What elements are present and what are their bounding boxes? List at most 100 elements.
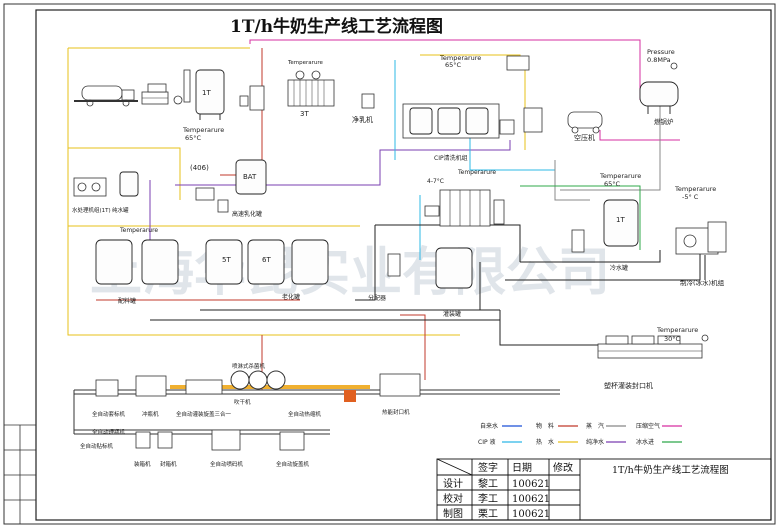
svg-text:4-7°C: 4-7°C <box>427 178 444 185</box>
tb-role: 校对 <box>443 492 463 505</box>
tb-drawing-title: 1T/h牛奶生产线工艺流程图 <box>612 464 729 476</box>
svg-text:Temperarure: Temperarure <box>119 227 158 234</box>
svg-text:1T: 1T <box>202 89 211 97</box>
outer-border <box>3 3 776 525</box>
evaporator-filter-bank <box>424 189 505 227</box>
svg-text:-5° C: -5° C <box>682 193 699 201</box>
svg-text:Temperarure: Temperarure <box>599 172 641 180</box>
milk-separator: 净乳机 <box>352 93 375 124</box>
sealer-label: 封箱机 <box>160 460 177 468</box>
svg-text:Temperarure: Temperarure <box>287 60 324 66</box>
cold-water-tank: 1T 冷水罐 <box>571 199 639 272</box>
cup-filling-sealing-machine: 塑杯灌装封口机 <box>597 335 703 390</box>
tb-header-date: 日期 <box>512 462 532 474</box>
rinser-label: 冲瓶机 <box>142 410 159 418</box>
diagram-title: 1T/h牛奶生产线工艺流程图 <box>230 16 443 37</box>
pressure-marker: Pressure 0.8MPa <box>647 48 678 70</box>
temp-marker-4: Temperarure 65°C <box>599 172 641 188</box>
temp-marker-2: Temperarure <box>287 60 324 66</box>
distribution-header: 分配器 <box>368 253 401 302</box>
svg-text:灌装罐: 灌装罐 <box>443 310 461 318</box>
chiller-unit: 制冷(冰水)机组 <box>675 221 727 287</box>
receiving-pump <box>173 95 183 105</box>
carton-label: 装箱机 <box>134 460 151 468</box>
cup-sealer-label: 热能封口机 <box>382 408 410 416</box>
svg-text:压缩空气: 压缩空气 <box>636 422 660 430</box>
svg-text:Temperarure: Temperarure <box>439 54 481 62</box>
svg-text:纯水罐: 纯水罐 <box>112 206 129 214</box>
svg-text:净乳机: 净乳机 <box>352 115 373 124</box>
plate-heat-exchanger-3t: 3T <box>287 70 335 118</box>
aging-tanks: 5T 6T 老化罐 <box>205 239 329 301</box>
svg-text:Pressure: Pressure <box>647 48 675 56</box>
svg-text:空压机: 空压机 <box>574 133 595 142</box>
filling-buffer-tank: 灌装罐 <box>435 247 473 318</box>
svg-text:3T: 3T <box>300 110 309 118</box>
tb-role: 设计 <box>443 477 463 490</box>
labeler-label: 全自动贴标机 <box>80 442 114 450</box>
balance-tank <box>249 85 265 111</box>
svg-text:高速乳化罐: 高速乳化罐 <box>232 210 262 218</box>
tb-date: 100621 <box>512 479 550 490</box>
svg-text:分配器: 分配器 <box>368 294 386 302</box>
tb-name: 栗工 <box>478 508 498 520</box>
filler-capper-label: 全自动灌装旋盖三合一 <box>176 410 232 418</box>
mixing-tanks: 配料罐 <box>95 239 179 305</box>
bottle-washer-label: 全自动理瓶机 <box>92 428 126 436</box>
milk-crates <box>141 83 169 105</box>
capper2-label: 全自动旋盖机 <box>276 460 310 468</box>
tb-header-sign: 签字 <box>478 461 498 474</box>
svg-text:冰水进: 冰水进 <box>636 438 654 446</box>
svg-text:(406): (406) <box>190 164 209 172</box>
raw-milk-tank: 1T <box>195 69 225 120</box>
piping <box>67 39 706 390</box>
svg-text:65°C: 65°C <box>604 180 621 188</box>
svg-text:物 料: 物 料 <box>536 422 554 430</box>
drier-label: 吹干机 <box>234 398 251 406</box>
temp-marker-6: Temperarure <box>119 227 158 234</box>
cip-cleaning-unit: CIP清洗机组 <box>402 103 543 162</box>
bottling-line <box>73 370 560 451</box>
spray-sterilizer-label: 喷淋式杀菌机 <box>232 362 266 370</box>
tb-name: 黎工 <box>478 477 498 490</box>
control-panel <box>506 55 530 71</box>
temp-marker-7: Temperarure 30°C <box>656 326 709 343</box>
svg-text:CIP清洗机组: CIP清洗机组 <box>434 154 468 162</box>
svg-text:6T: 6T <box>262 256 271 264</box>
pipe-legend: 自来水 物 料 蒸 汽 压缩空气 CIP 液 热 水 纯净水 冰水进 <box>478 422 682 446</box>
inkjet-label: 全自动喷码机 <box>210 460 244 468</box>
svg-text:1T: 1T <box>616 216 625 224</box>
tb-role: 制图 <box>443 507 463 520</box>
svg-text:老化罐: 老化罐 <box>282 293 300 301</box>
tb-name: 李工 <box>478 492 498 505</box>
feed-pump <box>239 95 249 107</box>
milk-tanker-truck <box>74 85 138 107</box>
svg-text:塑杯灌装封口机: 塑杯灌装封口机 <box>604 381 653 390</box>
svg-text:0.8MPa: 0.8MPa <box>647 56 671 64</box>
svg-text:Temperarure: Temperarure <box>182 126 224 134</box>
inline-filter <box>183 69 191 103</box>
svg-text:65°C: 65°C <box>185 134 202 142</box>
svg-text:热 水: 热 水 <box>536 438 554 446</box>
water-treatment-unit: 水处理机组(1T) 纯水罐 <box>72 171 139 214</box>
tunnel-label: 全自动热缩机 <box>288 410 322 418</box>
svg-text:水处理机组(1T): 水处理机组(1T) <box>72 206 111 214</box>
svg-text:自来水: 自来水 <box>480 422 498 430</box>
svg-text:Temperarure: Temperarure <box>656 326 698 334</box>
svg-text:CIP 液: CIP 液 <box>478 438 496 446</box>
svg-text:5T: 5T <box>222 256 231 264</box>
steam-boiler: 燃锅炉 <box>639 81 679 126</box>
svg-text:冷水罐: 冷水罐 <box>610 264 628 272</box>
temp-marker-3: Temperarure 65°C <box>439 54 481 69</box>
svg-text:65°C: 65°C <box>445 61 462 69</box>
svg-text:BAT: BAT <box>243 173 257 181</box>
bottle-sleeve-label: 全自动套标机 <box>92 410 126 418</box>
tb-header-rev: 修改 <box>553 461 573 474</box>
svg-text:Temperarure: Temperarure <box>457 169 496 176</box>
drawing-frame <box>35 9 772 521</box>
temp-marker-1: Temperarure 65°C <box>182 126 224 142</box>
svg-text:Temperarure: Temperarure <box>674 185 716 193</box>
svg-text:蒸 汽: 蒸 汽 <box>586 422 604 430</box>
